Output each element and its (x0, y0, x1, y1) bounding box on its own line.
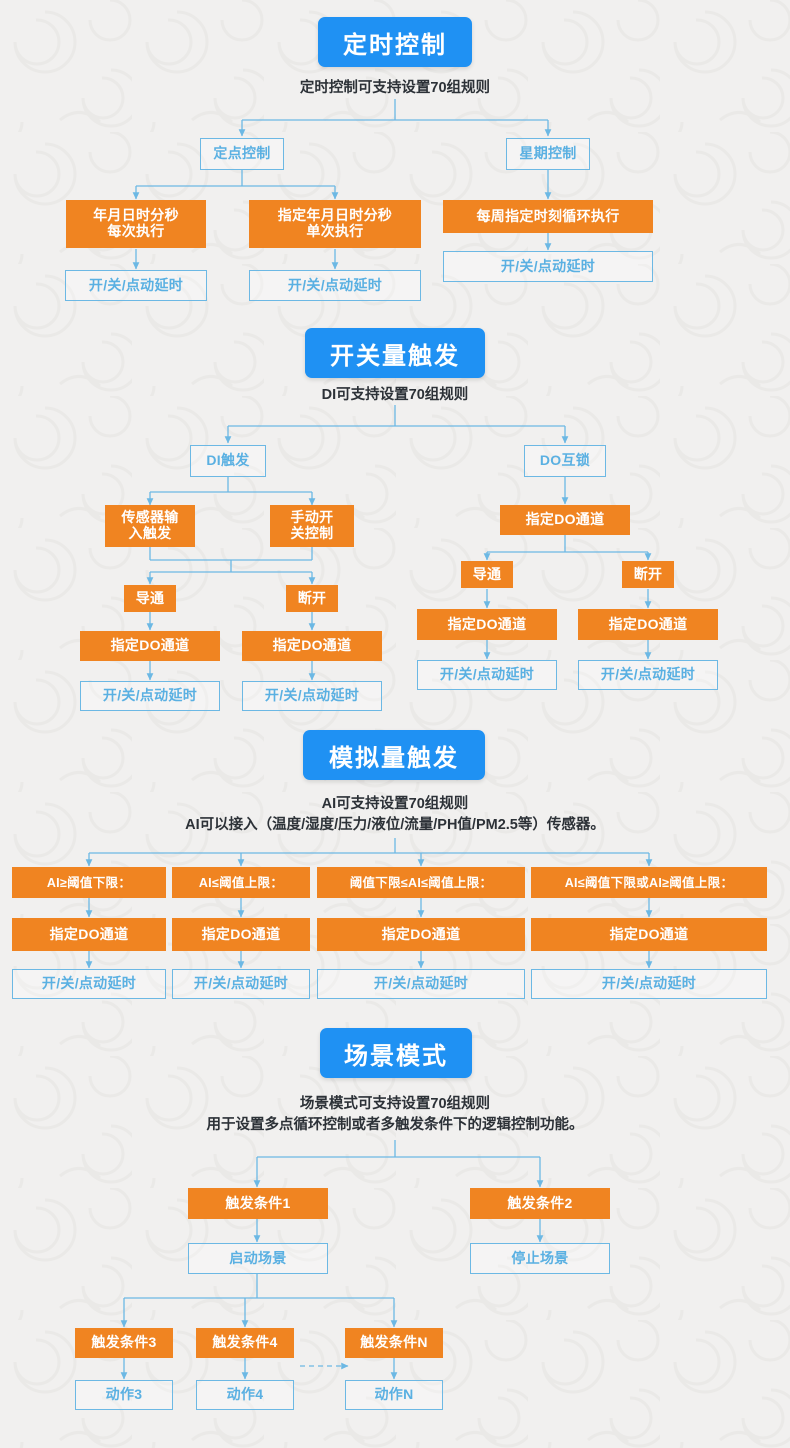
node-stop-scene[interactable]: 停止场景 (470, 1243, 610, 1274)
node-action-4[interactable]: 动作4 (196, 1380, 294, 1410)
node-di-channel-off[interactable]: 指定DO通道 (242, 631, 382, 661)
node-do-interlock[interactable]: DO互锁 (524, 445, 606, 477)
node-ai-channel-2[interactable]: 指定DO通道 (172, 918, 310, 951)
node-ai-condition-4[interactable]: AI≤阈值下限或AI≥阈值上限： (531, 867, 767, 898)
node-trigger-condition-4[interactable]: 触发条件4 (196, 1328, 294, 1358)
section-badge-di-trigger: 开关量触发 (305, 328, 485, 378)
node-di-disconnect[interactable]: 断开 (286, 585, 338, 612)
node-ai-channel-3[interactable]: 指定DO通道 (317, 918, 525, 951)
node-di-conduct[interactable]: 导通 (124, 585, 176, 612)
node-ai-action-4[interactable]: 开/关/点动延时 (531, 969, 767, 999)
node-sensor-input-trigger[interactable]: 传感器输 入触发 (105, 505, 195, 547)
node-ai-condition-2[interactable]: AI≤阈值上限： (172, 867, 310, 898)
node-do-channel-on[interactable]: 指定DO通道 (417, 609, 557, 640)
node-ai-action-2[interactable]: 开/关/点动延时 (172, 969, 310, 999)
node-ai-condition-1[interactable]: AI≥阈值下限： (12, 867, 166, 898)
node-action-3[interactable]: 动作3 (75, 1380, 173, 1410)
node-ai-condition-3[interactable]: 阈值下限≤AI≤阈值上限： (317, 867, 525, 898)
node-trigger-condition-1[interactable]: 触发条件1 (188, 1188, 328, 1219)
node-di-trigger[interactable]: DI触发 (190, 445, 266, 477)
node-action-n[interactable]: 动作N (345, 1380, 443, 1410)
section-description-scene-mode: 场景模式可支持设置70组规则 用于设置多点循环控制或者多触发条件下的逻辑控制功能… (206, 1096, 584, 1133)
node-di-channel-on[interactable]: 指定DO通道 (80, 631, 220, 661)
node-di-action-off[interactable]: 开/关/点动延时 (242, 681, 382, 711)
node-do-disconnect[interactable]: 断开 (622, 561, 674, 588)
node-start-scene[interactable]: 启动场景 (188, 1243, 328, 1274)
node-ai-channel-4[interactable]: 指定DO通道 (531, 918, 767, 951)
node-action-timer-right[interactable]: 开/关/点动延时 (443, 251, 653, 282)
node-weekly-cycle-exec[interactable]: 每周指定时刻循环执行 (443, 200, 653, 233)
node-do-channel-off[interactable]: 指定DO通道 (578, 609, 718, 640)
node-do-channel[interactable]: 指定DO通道 (500, 505, 630, 535)
node-ai-channel-1[interactable]: 指定DO通道 (12, 918, 166, 951)
node-weekly-control[interactable]: 星期控制 (506, 138, 590, 170)
node-do-action-off[interactable]: 开/关/点动延时 (578, 660, 718, 690)
section-description-ai-trigger: AI可支持设置70组规则 AI可以接入（温度/湿度/压力/液位/流量/PH值/P… (185, 796, 605, 833)
section-badge-ai-trigger: 模拟量触发 (303, 730, 485, 780)
node-action-timer-left-a[interactable]: 开/关/点动延时 (65, 270, 207, 301)
node-ai-action-3[interactable]: 开/关/点动延时 (317, 969, 525, 999)
node-do-action-on[interactable]: 开/关/点动延时 (417, 660, 557, 690)
section-description-timer-control: 定时控制可支持设置70组规则 (299, 80, 491, 96)
section-badge-scene-mode: 场景模式 (320, 1028, 472, 1078)
node-trigger-condition-2[interactable]: 触发条件2 (470, 1188, 610, 1219)
node-trigger-condition-3[interactable]: 触发条件3 (75, 1328, 173, 1358)
node-action-timer-left-b[interactable]: 开/关/点动延时 (249, 270, 421, 301)
node-di-action-on[interactable]: 开/关/点动延时 (80, 681, 220, 711)
node-fixed-point-control[interactable]: 定点控制 (200, 138, 284, 170)
node-datetime-repeat[interactable]: 年月日时分秒 每次执行 (66, 200, 206, 248)
node-datetime-once[interactable]: 指定年月日时分秒 单次执行 (249, 200, 421, 248)
node-manual-switch-control[interactable]: 手动开 关控制 (270, 505, 354, 547)
node-trigger-condition-n[interactable]: 触发条件N (345, 1328, 443, 1358)
node-do-conduct[interactable]: 导通 (461, 561, 513, 588)
section-badge-timer-control: 定时控制 (318, 17, 472, 67)
node-ai-action-1[interactable]: 开/关/点动延时 (12, 969, 166, 999)
section-description-di-trigger: DI可支持设置70组规则 (321, 387, 469, 403)
